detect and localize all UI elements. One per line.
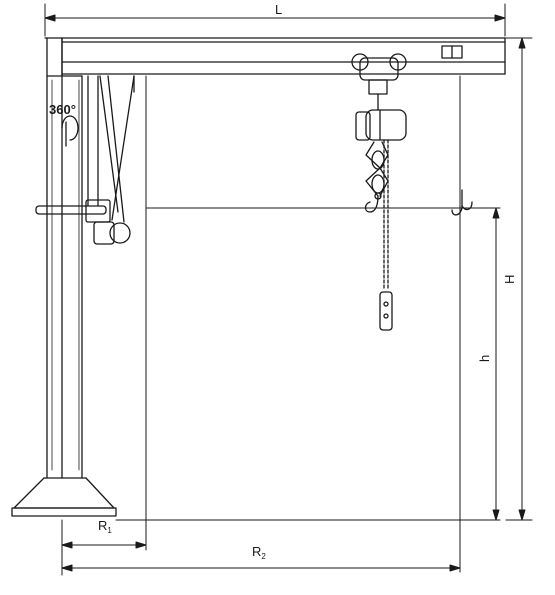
hook-position-icon [451,189,473,216]
jib-arm [44,37,506,77]
column [43,37,87,479]
radius-2-letter: R [252,544,261,559]
rotation-label: 360° [49,102,76,117]
radius-2-label: R2 [252,544,266,561]
dimension-radius-2 [61,564,461,572]
radius-1-subscript: 1 [107,526,112,535]
length-label: L [275,2,282,17]
pendant-control [379,139,393,331]
dimension-height-total [505,37,533,521]
rotation-arrow-icon [61,115,79,147]
dimension-radius-1 [61,541,147,549]
electric-hoist [355,109,407,197]
support-strut [87,75,135,223]
slewing-collar [35,199,131,245]
column-base [11,477,117,517]
dimension-length [44,3,506,37]
radius-2-subscript: 2 [261,552,266,561]
radius-1-label: R1 [98,518,112,535]
trolley [351,53,407,111]
height-hook-label: h [477,355,492,362]
reach-envelope [61,75,501,576]
dimension-height-hook [492,207,500,521]
height-total-label: H [502,275,517,284]
hook-icon [364,192,382,213]
radius-1-letter: R [98,518,107,533]
